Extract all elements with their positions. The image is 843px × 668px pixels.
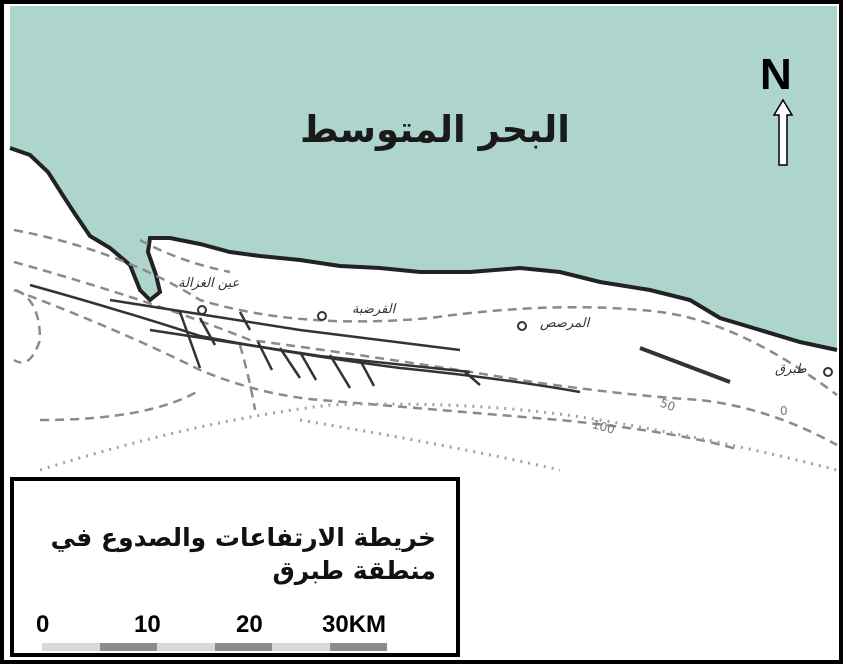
fault-line: [238, 311, 252, 331]
town-marker: [197, 305, 207, 315]
legend-box: خريطة الارتفاعات والصدوع في منطقة طبرق 0…: [10, 477, 460, 657]
fault-line: [256, 341, 274, 371]
fault-line: [328, 354, 352, 389]
fault-line: [149, 328, 471, 374]
fault-line: [298, 351, 318, 381]
town-marker: [317, 311, 327, 321]
contour-line: [39, 388, 201, 422]
north-label: N: [760, 50, 792, 99]
sea-area: [10, 6, 837, 350]
fault-line: [178, 311, 202, 369]
contour-label: 0: [780, 404, 788, 418]
town-marker: [517, 321, 527, 331]
fault-line: [198, 317, 217, 346]
town-markers: [197, 305, 833, 377]
town-label[interactable]: المرصص: [540, 316, 590, 331]
fault-line: [109, 298, 461, 352]
fault-line: [278, 347, 302, 379]
contour-line: [238, 344, 257, 411]
contour-line: [139, 238, 231, 274]
fault-line: [464, 371, 481, 386]
town-label[interactable]: عين الغزالة: [178, 276, 240, 291]
town-label[interactable]: القرضبة: [352, 302, 396, 317]
town-label[interactable]: طبرق: [775, 362, 807, 377]
sea-label: البحر المتوسط: [300, 108, 570, 151]
scale-tick-label: 0: [36, 611, 50, 638]
contour-line: [13, 260, 838, 447]
scale-bar: [42, 643, 387, 651]
town-marker: [823, 367, 833, 377]
contour-lines: [13, 228, 838, 452]
coastline: [9, 146, 838, 352]
contour-line: [13, 228, 838, 396]
fault-lines: [29, 283, 731, 394]
legend-title: خريطة الارتفاعات والصدوع في منطقة طبرق: [50, 523, 436, 585]
fault-line: [358, 359, 376, 387]
scale-tick-label: 20: [236, 611, 263, 638]
fault-line: [639, 346, 731, 384]
contour-line: [13, 288, 741, 452]
scale-tick-label: 30KM: [322, 611, 387, 638]
scale-tick-label: 10: [134, 611, 161, 638]
north-arrow-icon: [772, 98, 794, 166]
